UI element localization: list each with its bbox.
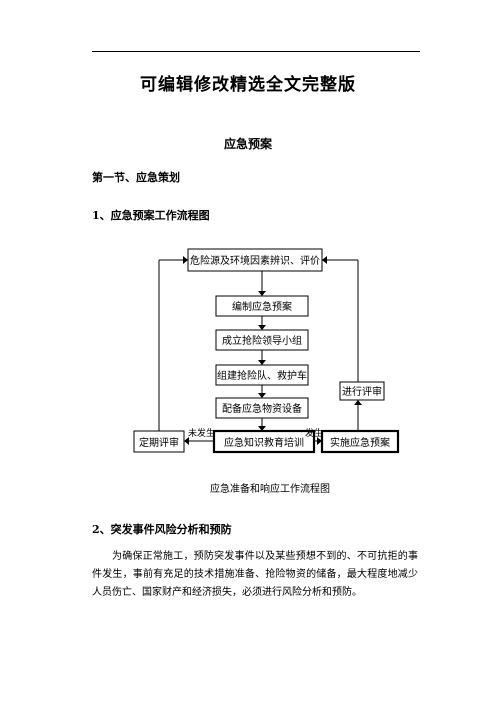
box-training-label: 应急知识教育培训 <box>224 436 304 449</box>
box-supplies-label: 配备应急物资设备 <box>222 402 302 415</box>
risk-paragraph: 为确保正常施工，预防突发事件以及某些预想不到的、不可抗拒的事件发生，事前有充足的… <box>92 551 418 598</box>
arrowhead-hazard-left <box>183 256 188 264</box>
box-team-label: 成立抢险领导小组 <box>222 334 302 347</box>
arrowhead-training <box>258 426 266 431</box>
box-implement-plan <box>320 429 400 454</box>
box-conduct-review-label: 进行评审 <box>342 385 382 398</box>
edge-label-not-occurred: 未发生 <box>188 427 215 439</box>
box-hazard-label: 危险源及环境因素辨识、评价 <box>190 254 320 267</box>
arrowhead-team <box>258 325 266 330</box>
document-subtitle: 应急预案 <box>223 137 272 151</box>
subsection-heading-flowchart: 1、应急预案工作流程图 <box>92 209 210 222</box>
box-periodic-review-label: 定期评审 <box>139 436 179 449</box>
arrowhead-compile <box>258 291 266 296</box>
edge-label-occurred: 发生 <box>305 427 323 439</box>
arrowhead-hazard-right <box>322 256 327 264</box>
arrowhead-squad <box>258 360 266 365</box>
box-conduct-review <box>339 381 385 401</box>
subsection-heading-risk: 2、突发事件风险分析和预防 <box>92 523 232 536</box>
document-banner-title: 可编辑修改精选全文完整版 <box>140 75 356 95</box>
box-compile-label: 编制应急预案 <box>232 300 292 313</box>
arrowhead-conduct-review <box>354 400 362 405</box>
box-implement-label: 实施应急预案 <box>330 436 390 449</box>
header-rule <box>92 51 420 52</box>
arrowhead-periodic <box>184 437 189 445</box>
flowchart-caption: 应急准备和响应工作流程图 <box>210 482 330 495</box>
box-squad-label: 组建抢险队、救护车 <box>217 369 307 382</box>
section-heading: 第一节、应急策划 <box>92 171 180 184</box>
arrowhead-implement <box>317 437 322 445</box>
arrowhead-supplies <box>258 393 266 398</box>
